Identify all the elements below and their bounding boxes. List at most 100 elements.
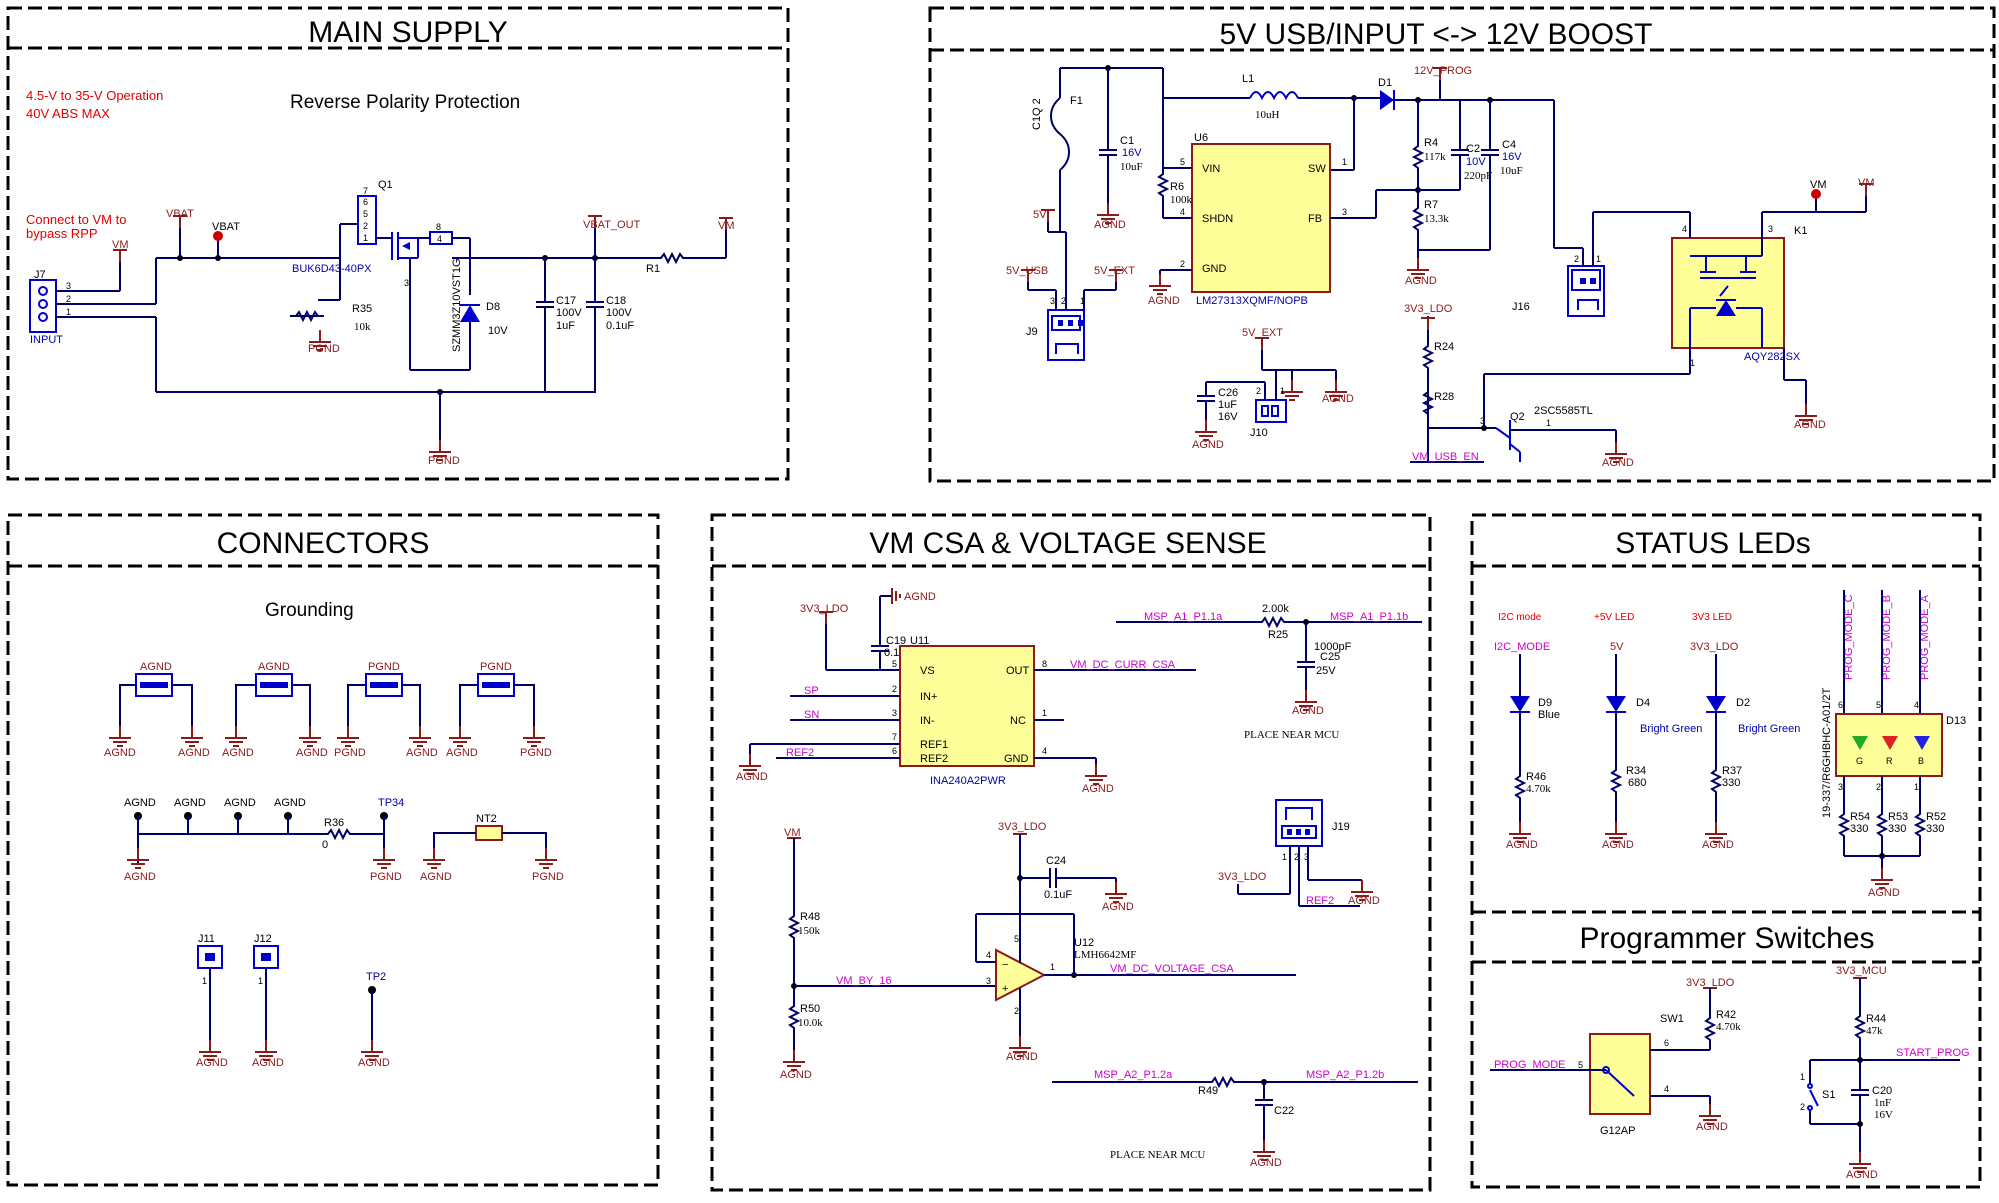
- svg-text:1: 1: [202, 976, 207, 986]
- svg-text:R: R: [1886, 756, 1893, 766]
- svg-text:R28: R28: [1434, 391, 1454, 403]
- svg-text:5: 5: [1180, 157, 1185, 167]
- main-supply-title: MAIN SUPPLY: [308, 16, 508, 49]
- svg-text:SZMM3Z10VST1G: SZMM3Z10VST1G: [451, 258, 463, 352]
- svg-text:R52: R52: [1926, 811, 1946, 823]
- svg-text:AGND: AGND: [1602, 839, 1634, 851]
- leds-title: STATUS LEDs: [1615, 527, 1811, 560]
- svg-text:12V_PROG: 12V_PROG: [1414, 65, 1472, 77]
- svg-text:5V: 5V: [1610, 641, 1624, 653]
- svg-text:AGND: AGND: [1868, 887, 1900, 899]
- svg-text:3V3_MCU: 3V3_MCU: [1836, 965, 1887, 977]
- svg-text:IN+: IN+: [920, 691, 937, 703]
- svg-text:SHDN: SHDN: [1202, 213, 1233, 225]
- svg-text:TP2: TP2: [366, 971, 386, 983]
- boost-frame: [928, 6, 1996, 483]
- svg-text:10.0k: 10.0k: [798, 1017, 823, 1029]
- svg-text:1: 1: [1042, 708, 1047, 718]
- svg-text:AGND: AGND: [1292, 705, 1324, 717]
- svg-text:GND: GND: [1004, 753, 1029, 765]
- svg-text:13.3k: 13.3k: [1424, 213, 1449, 225]
- svg-text:I2C mode: I2C mode: [1498, 612, 1542, 623]
- svg-text:4.70k: 4.70k: [1716, 1021, 1741, 1033]
- svg-text:5V_EXT: 5V_EXT: [1242, 327, 1283, 339]
- svg-text:R54: R54: [1850, 811, 1870, 823]
- svg-text:PGND: PGND: [368, 661, 400, 673]
- svg-text:5: 5: [1876, 700, 1881, 710]
- svg-text:5: 5: [363, 209, 368, 219]
- svg-text:5: 5: [1578, 1060, 1583, 1070]
- svg-text:R34: R34: [1626, 765, 1646, 777]
- svg-text:SW: SW: [1308, 163, 1326, 175]
- svg-text:G12AP: G12AP: [1600, 1125, 1635, 1137]
- svg-text:C25: C25: [1320, 651, 1340, 663]
- svg-text:VBAT_OUT: VBAT_OUT: [583, 219, 641, 231]
- svg-text:FB: FB: [1308, 213, 1322, 225]
- svg-text:GND: GND: [1202, 263, 1227, 275]
- svg-text:1: 1: [1342, 157, 1347, 167]
- svg-text:J9: J9: [1026, 326, 1038, 338]
- svg-text:2: 2: [1574, 254, 1579, 264]
- svg-text:2: 2: [1256, 386, 1261, 396]
- svg-text:3: 3: [986, 976, 991, 986]
- svg-text:330: 330: [1888, 823, 1906, 835]
- svg-text:B: B: [1918, 756, 1924, 766]
- svg-text:VS: VS: [920, 665, 935, 677]
- svg-text:VM_DC_VOLTAGE_CSA: VM_DC_VOLTAGE_CSA: [1110, 963, 1234, 975]
- svg-text:Q2: Q2: [1510, 411, 1525, 423]
- svg-text:VM_USB_EN: VM_USB_EN: [1412, 451, 1479, 463]
- svg-text:C18: C18: [606, 295, 626, 307]
- svg-text:16V: 16V: [1218, 411, 1238, 423]
- svg-text:U11: U11: [910, 635, 929, 647]
- svg-text:VBAT: VBAT: [166, 208, 194, 220]
- svg-text:PGND: PGND: [532, 871, 564, 883]
- svg-text:NT2: NT2: [476, 813, 497, 825]
- svg-text:1: 1: [1596, 254, 1601, 264]
- svg-text:REF2: REF2: [786, 747, 814, 759]
- svg-text:AGND: AGND: [420, 871, 452, 883]
- svg-text:2.00k: 2.00k: [1262, 603, 1289, 615]
- csa-title: VM CSA & VOLTAGE SENSE: [869, 527, 1266, 560]
- svg-text:6: 6: [1838, 700, 1843, 710]
- svg-text:OUT: OUT: [1006, 665, 1030, 677]
- svg-text:INPUT: INPUT: [30, 334, 63, 346]
- svg-text:R44: R44: [1866, 1013, 1886, 1025]
- svg-text:AGND: AGND: [1094, 219, 1126, 231]
- svg-text:REF2: REF2: [1306, 895, 1334, 907]
- svg-text:7: 7: [892, 732, 897, 742]
- main-supply-frame: [6, 6, 790, 481]
- svg-text:4.70k: 4.70k: [1526, 783, 1551, 795]
- svg-text:3: 3: [892, 708, 897, 718]
- svg-text:PROG_MODE_A: PROG_MODE_A: [1919, 594, 1931, 680]
- svg-text:1: 1: [363, 233, 368, 243]
- main-supply-schematic: Reverse Polarity Protection 4.5-V to 35-…: [26, 88, 735, 467]
- svg-text:0.1uF: 0.1uF: [606, 320, 634, 332]
- svg-text:SN: SN: [804, 709, 819, 721]
- leds-schematic: I2C mode +5V LED 3V3 LED I2C_MODE 5V 3V3…: [1494, 590, 1966, 899]
- connectors-title: CONNECTORS: [217, 527, 430, 560]
- svg-text:AGND: AGND: [1006, 1051, 1038, 1063]
- svg-text:1: 1: [1914, 782, 1919, 792]
- svg-text:R49: R49: [1198, 1085, 1218, 1097]
- svg-text:LM27313XQMF/NOPB: LM27313XQMF/NOPB: [1196, 295, 1308, 307]
- svg-text:MSP_A2_P1.2b: MSP_A2_P1.2b: [1306, 1069, 1384, 1081]
- svg-text:150k: 150k: [798, 925, 821, 937]
- svg-text:3V3_LDO: 3V3_LDO: [800, 603, 849, 615]
- svg-text:4: 4: [986, 950, 991, 960]
- svg-text:40V ABS MAX: 40V ABS MAX: [26, 106, 110, 121]
- svg-text:PGND: PGND: [308, 343, 340, 355]
- svg-text:REF2: REF2: [920, 753, 948, 765]
- svg-text:R1: R1: [646, 263, 660, 275]
- svg-text:D8: D8: [486, 301, 500, 313]
- svg-text:117k: 117k: [1424, 151, 1446, 163]
- svg-text:100V: 100V: [556, 307, 582, 319]
- svg-text:3: 3: [1838, 782, 1843, 792]
- svg-text:C20: C20: [1872, 1085, 1892, 1097]
- svg-text:AGND: AGND: [1405, 275, 1437, 287]
- svg-text:10uF: 10uF: [1500, 165, 1523, 177]
- svg-text:C2: C2: [1466, 143, 1480, 155]
- programmer-schematic: 3V3_LDO R42 4.70k SW1 G12AP 6 4 5 PROG_M…: [1490, 965, 1970, 1181]
- svg-text:NC: NC: [1010, 715, 1026, 727]
